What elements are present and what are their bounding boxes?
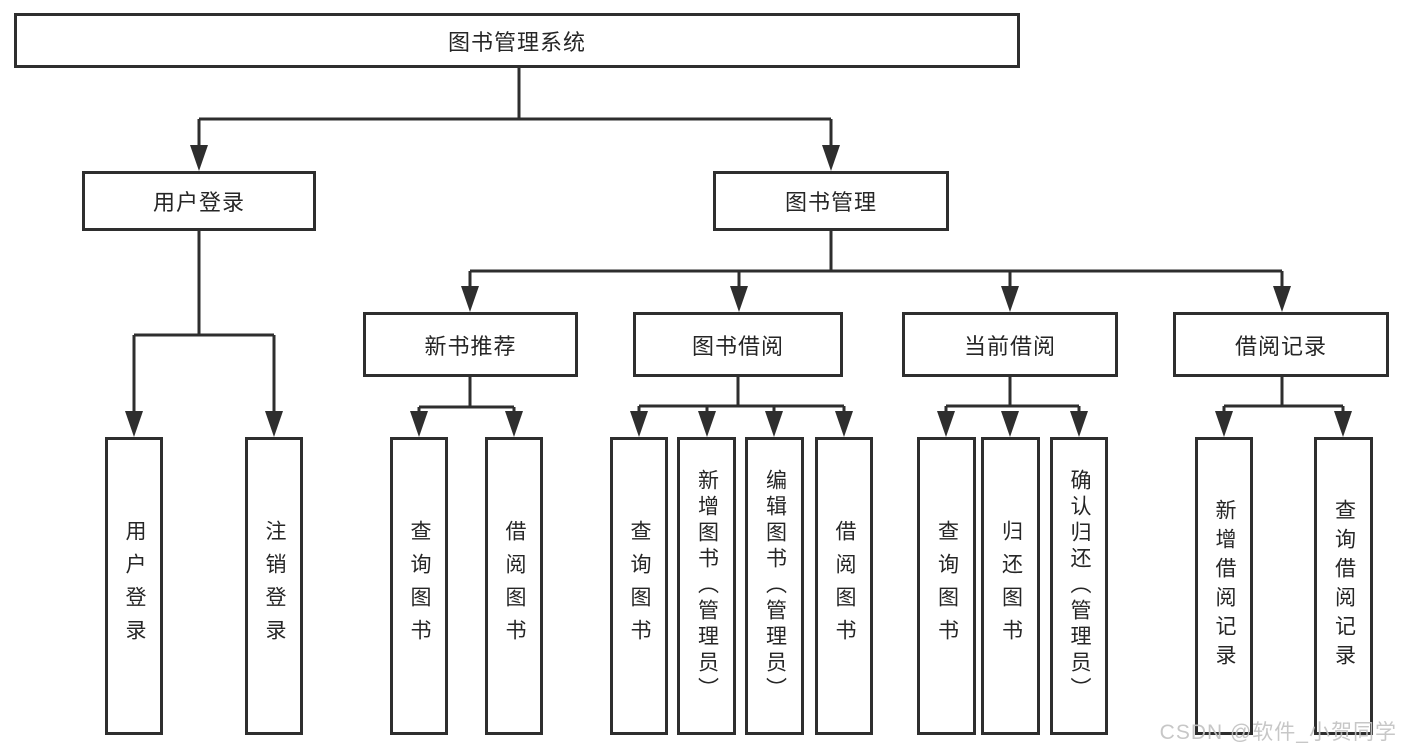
node-label: 图书借阅: [691, 333, 784, 359]
leaf-query-books-current: 查询图书: [917, 437, 976, 735]
node-label: 查询图书: [935, 520, 959, 652]
node-label: 新增借阅记录: [1213, 499, 1236, 673]
leaf-user-login: 用户登录: [105, 437, 163, 735]
node-label: 新增图书（管理员）: [695, 469, 719, 703]
node-label: 借阅图书: [833, 520, 856, 652]
leaf-logout: 注销登录: [245, 437, 303, 735]
leaf-borrow-books-recommend: 借阅图书: [485, 437, 543, 735]
node-label: 图书管理: [784, 190, 877, 215]
node-label: 查询借阅记录: [1332, 499, 1356, 673]
node-label: 当前借阅: [963, 333, 1056, 359]
node-user-login: 用户登录: [82, 171, 316, 231]
leaf-confirm-return-admin: 确认归还（管理员）: [1050, 437, 1108, 735]
node-label: 查询图书: [628, 520, 651, 652]
csdn-watermark: CSDN @软件_小贺同学: [1159, 721, 1397, 744]
node-label: 图书管理系统: [447, 29, 586, 55]
node-label: 查询图书: [408, 520, 431, 652]
node-label: 用户登录: [152, 190, 245, 215]
leaf-edit-books-admin: 编辑图书（管理员）: [745, 437, 804, 735]
node-book-management: 图书管理: [713, 171, 949, 231]
leaf-add-books-admin: 新增图书（管理员）: [677, 437, 736, 735]
leaf-query-borrow-record: 查询借阅记录: [1314, 437, 1373, 735]
node-label: 编辑图书（管理员）: [763, 469, 787, 703]
leaf-query-books-borrow: 查询图书: [610, 437, 668, 735]
node-borrowing-records: 借阅记录: [1173, 312, 1389, 377]
node-label: 借阅图书: [503, 520, 526, 652]
node-new-book-recommendation: 新书推荐: [363, 312, 578, 377]
leaf-add-borrow-record: 新增借阅记录: [1195, 437, 1253, 735]
node-label: 注销登录: [263, 520, 286, 652]
node-label: 确认归还（管理员）: [1068, 469, 1091, 703]
leaf-query-books-recommend: 查询图书: [390, 437, 448, 735]
node-label: 新书推荐: [424, 333, 517, 359]
node-label: 归还图书: [999, 520, 1023, 652]
leaf-borrow-books: 借阅图书: [815, 437, 873, 735]
node-book-borrowing: 图书借阅: [633, 312, 843, 377]
leaf-return-books: 归还图书: [981, 437, 1040, 735]
node-label: 借阅记录: [1234, 333, 1327, 359]
node-label: 用户登录: [123, 520, 146, 652]
node-current-borrowing: 当前借阅: [902, 312, 1118, 377]
node-library-management-system: 图书管理系统: [14, 13, 1020, 68]
